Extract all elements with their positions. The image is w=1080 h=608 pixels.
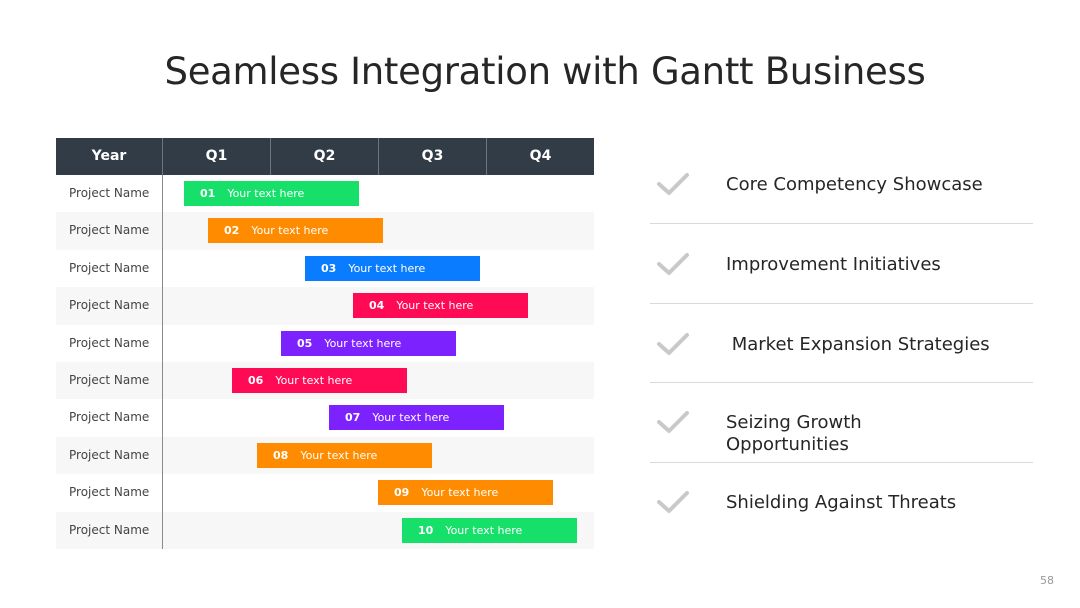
header-q1: Q1 — [205, 148, 228, 164]
project-name-label: Project Name — [69, 410, 150, 425]
header-q2: Q2 — [313, 148, 336, 164]
divider — [650, 382, 1033, 383]
task-number: 03 — [321, 261, 337, 275]
task-text: Your text here — [324, 336, 402, 350]
task-number: 07 — [345, 411, 361, 425]
task-text: Your text here — [445, 523, 523, 537]
gantt-row: Project Name 06 Your text here — [56, 362, 594, 400]
task-number: 05 — [297, 336, 313, 350]
header-separator — [162, 138, 163, 175]
task-text: Your text here — [300, 448, 378, 462]
project-name-label: Project Name — [69, 223, 150, 238]
task-text: Your text here — [372, 411, 450, 425]
task-bar-07[interactable]: 07 Your text here — [329, 405, 504, 431]
checklist-text: Shielding Against Threats — [726, 492, 957, 513]
checkmark-icon — [657, 333, 689, 355]
gantt-row: Project Name 01 Your text here — [56, 175, 594, 212]
checklist-item: Core Competency Showcase — [650, 150, 1033, 229]
gantt-row: Project Name 02 Your text here — [56, 212, 594, 250]
task-text: Your text here — [227, 187, 305, 200]
gantt-row: Project Name 09 Your text here — [56, 474, 594, 511]
task-number: 09 — [394, 486, 410, 500]
task-number: 04 — [369, 299, 385, 313]
gantt-row: Project Name 07 Your text here — [56, 399, 594, 436]
task-bar-09[interactable]: 09 Your text here — [378, 480, 553, 506]
project-name-label: Project Name — [69, 447, 150, 462]
checklist-text: Core Competency Showcase — [726, 174, 983, 195]
task-bar-03[interactable]: 03 Your text here — [305, 255, 480, 281]
task-bar-10[interactable]: 10 Your text here — [402, 517, 577, 543]
task-number: 06 — [248, 374, 264, 387]
task-text: Your text here — [251, 224, 329, 238]
gantt-row: Project Name 05 Your text here — [56, 325, 594, 362]
checkmark-icon — [657, 253, 689, 275]
checkmark-icon — [657, 491, 689, 513]
checklist-item: Shielding Against Threats — [650, 470, 1033, 549]
project-name-label: Project Name — [69, 335, 150, 350]
divider — [650, 462, 1033, 463]
task-text: Your text here — [275, 374, 353, 387]
project-name-label: Project Name — [69, 373, 150, 387]
header-q4: Q4 — [529, 148, 552, 164]
task-number: 08 — [273, 448, 289, 462]
task-bar-08[interactable]: 08 Your text here — [257, 442, 432, 468]
gantt-row: Project Name 08 Your text here — [56, 436, 594, 475]
project-name-label: Project Name — [69, 485, 150, 500]
page-title: Seamless Integration with Gantt Business — [164, 50, 926, 93]
gantt-row: Project Name 04 Your text here — [56, 287, 594, 325]
project-name-label: Project Name — [69, 260, 150, 275]
divider — [650, 223, 1033, 224]
gantt-row: Project Name 10 Your text here — [56, 511, 594, 549]
gantt-header: Year Q1 Q2 Q3 Q4 — [56, 138, 594, 175]
checklist-text: Market Expansion Strategies — [726, 334, 990, 355]
task-bar-04[interactable]: 04 Your text here — [353, 293, 528, 319]
task-number: 01 — [200, 187, 216, 200]
header-year: Year — [91, 148, 127, 164]
project-name-label: Project Name — [69, 522, 150, 537]
checklist-item: Improvement Initiatives — [650, 230, 1033, 309]
checklist-text: Seizing Growth Opportunities — [726, 412, 862, 455]
label-column-divider — [162, 175, 163, 549]
task-bar-06[interactable]: 06 Your text here — [232, 368, 407, 393]
task-text: Your text here — [396, 299, 474, 313]
project-name-label: Project Name — [69, 298, 150, 313]
project-name-label: Project Name — [69, 186, 150, 200]
gantt-row: Project Name 03 Your text here — [56, 250, 594, 287]
header-separator — [270, 138, 271, 175]
divider — [650, 303, 1033, 304]
checklist-item: Seizing Growth Opportunities — [650, 390, 1033, 469]
header-separator — [378, 138, 379, 175]
header-separator — [486, 138, 487, 175]
page-number: 58 — [1040, 574, 1054, 587]
task-bar-01[interactable]: 01 Your text here — [184, 181, 359, 206]
task-number: 10 — [418, 523, 434, 537]
header-q3: Q3 — [421, 148, 444, 164]
task-text: Your text here — [348, 261, 426, 275]
checklist-text: Improvement Initiatives — [726, 254, 941, 275]
checklist-item: Market Expansion Strategies — [650, 310, 1033, 389]
task-number: 02 — [224, 224, 240, 238]
task-text: Your text here — [421, 486, 499, 500]
task-bar-05[interactable]: 05 Your text here — [281, 330, 456, 356]
checkmark-icon — [657, 411, 689, 433]
checkmark-icon — [657, 173, 689, 195]
task-bar-02[interactable]: 02 Your text here — [208, 218, 383, 244]
